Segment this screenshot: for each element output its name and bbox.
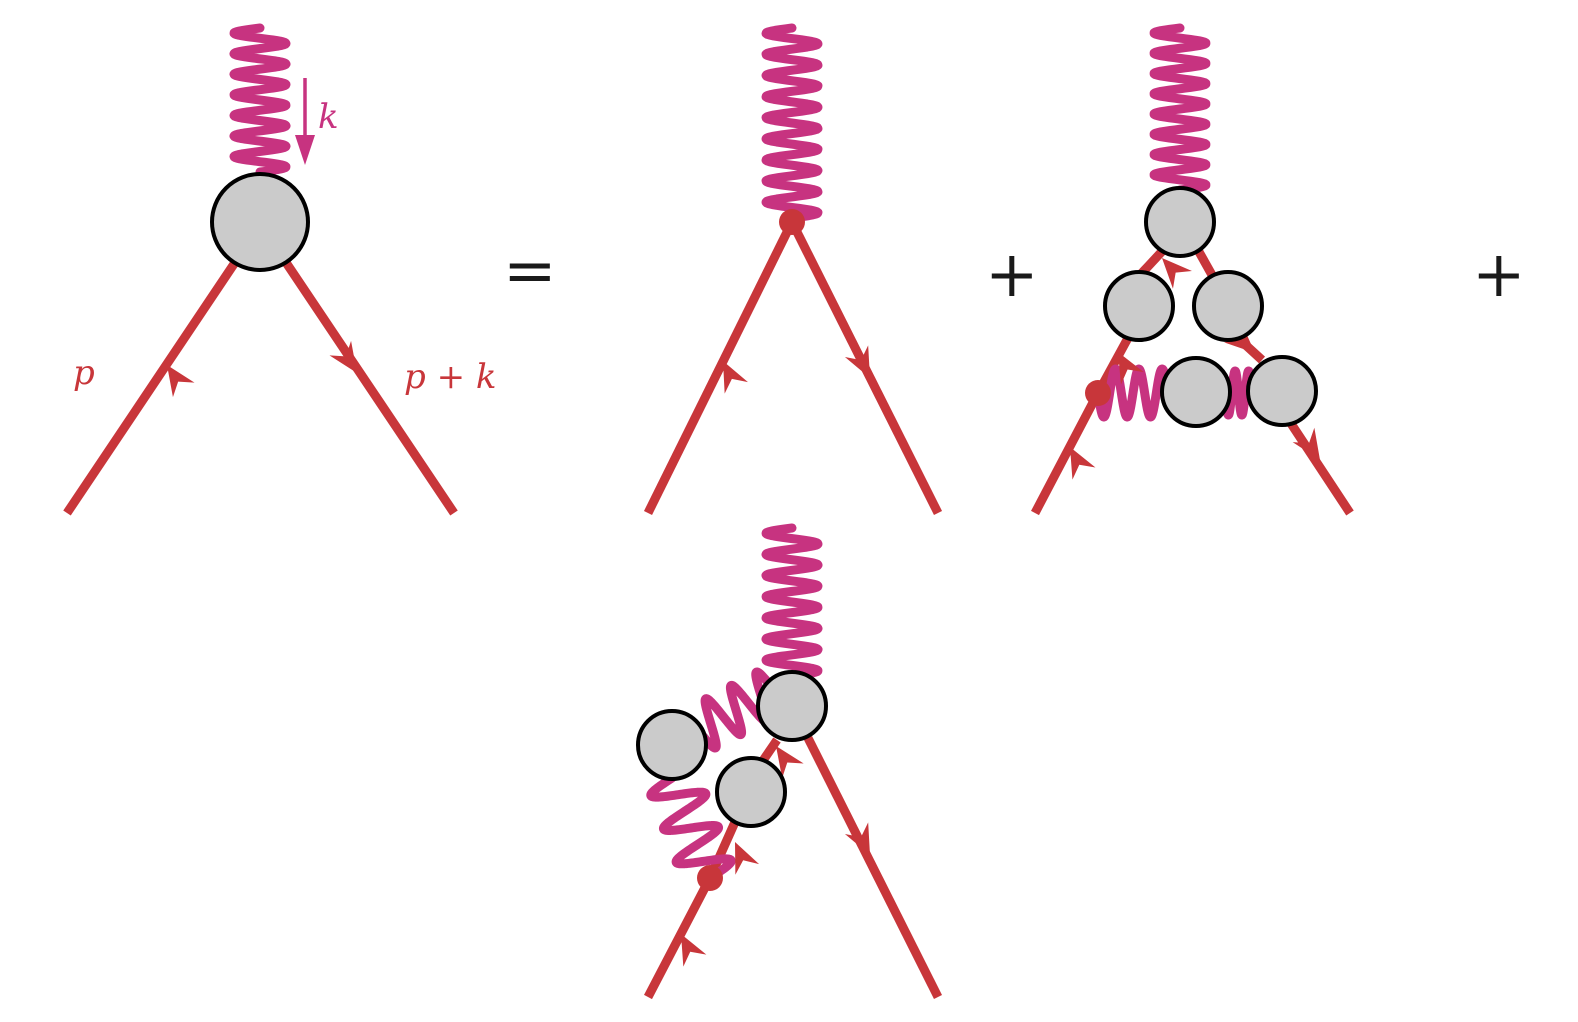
fermion-arrow-icon [329, 340, 357, 373]
fermion-line [1031, 390, 1102, 516]
full-vertex-diagram: k p p + k [63, 23, 496, 516]
vertex-blob [1160, 356, 1232, 428]
propagator-blob [1192, 270, 1264, 342]
plus-sign: + [985, 238, 1039, 312]
fermion-arrow-icon [723, 361, 748, 394]
vertex-correction-diagram [1031, 23, 1354, 516]
fermion-arrow-icon [1292, 427, 1320, 460]
fermion-line [1286, 419, 1354, 516]
vertex-blob [210, 172, 310, 272]
propagator-blob [1103, 270, 1175, 342]
vertex-blob [1144, 186, 1216, 258]
internal-photon-line [646, 773, 736, 883]
fermion-line [644, 875, 714, 1000]
photon-line [229, 23, 291, 177]
plus-sign: + [1472, 238, 1526, 312]
fermion-arrow-icon [681, 934, 707, 967]
second-correction-diagram [636, 523, 943, 1000]
photon-line [761, 23, 823, 223]
tree-level-diagram [643, 23, 943, 516]
propagator-blob [636, 709, 708, 781]
vertex-dot [697, 865, 723, 891]
incoming-fermion-line [643, 220, 797, 515]
internal-photon-line [1220, 366, 1257, 420]
fermion-line [803, 735, 943, 1000]
outgoing-fermion-line [279, 255, 458, 516]
photon-line [1149, 23, 1211, 195]
vertex-dot [1085, 380, 1111, 406]
fermion-arrow-icon [1162, 258, 1192, 289]
fermion-arrow-icon [1070, 447, 1096, 480]
fermion-arrow-icon [1224, 323, 1255, 353]
fermion-arrow-icon [776, 746, 804, 779]
photon-line [761, 523, 823, 681]
momentum-arrow-k [295, 78, 315, 165]
momentum-label-p: p [73, 353, 95, 393]
fermion-arrow-icon [1118, 352, 1144, 385]
equals-sign: = [503, 234, 557, 308]
vertex-blob [715, 756, 787, 828]
vertex-blob [756, 670, 828, 742]
momentum-label-k: k [318, 97, 339, 137]
vertex-dot [779, 209, 805, 235]
fermion-arrow-icon [735, 842, 760, 875]
incoming-fermion-line [63, 255, 242, 516]
fermion-line [758, 737, 781, 765]
fermion-line [1194, 247, 1216, 278]
fermion-arrow-icon [167, 365, 195, 398]
momentum-label-p-plus-k: p + k [404, 357, 496, 397]
fermion-arrow-icon [844, 822, 870, 855]
propagator-blob [1246, 355, 1318, 427]
fermion-arrow-icon [844, 345, 870, 378]
